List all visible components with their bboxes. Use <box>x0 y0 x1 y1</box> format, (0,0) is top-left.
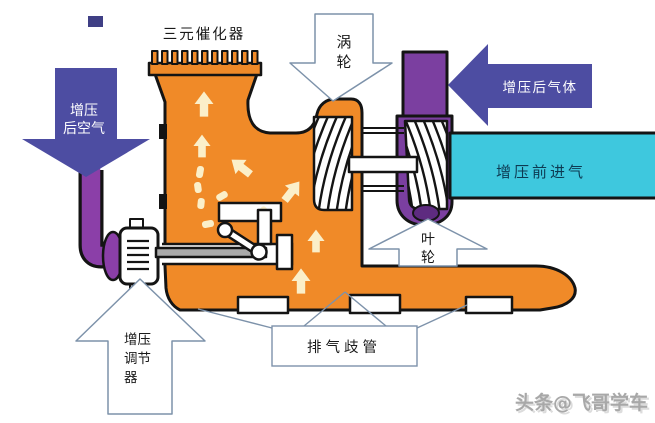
manifold-callout-line <box>416 304 468 329</box>
manifold-callout-line <box>344 291 387 327</box>
impeller-label-line1: 叶 <box>421 232 435 248</box>
link-pivot <box>216 221 234 239</box>
boosted-gas-arrow: 增压后气体 <box>448 44 592 126</box>
turbine-label-line1: 涡 <box>336 33 351 51</box>
boosted-air-label-line2: 后空气 <box>63 121 105 137</box>
manifold-port-notch <box>348 293 402 315</box>
intake-pipe <box>448 131 655 200</box>
manifold-callout-line <box>197 308 273 329</box>
turbine-pointer-arrow: 涡 轮 <box>289 13 393 102</box>
regulator-label-line3: 器 <box>124 370 138 386</box>
catalyst-label: 三元催化器 <box>163 26 246 43</box>
turbine-wheel <box>312 115 354 212</box>
boosted-gas-arrow-shape <box>448 44 592 126</box>
impeller-pointer-arrow: 叶 轮 <box>368 218 488 267</box>
boosted-air-arrow-shape <box>22 68 150 177</box>
catalyst-comb-tooth <box>161 50 169 65</box>
catalyst-comb-tooth <box>201 50 209 65</box>
catalyst-comb-tooth <box>221 50 229 65</box>
intake-pipe-label: 增压前进气 <box>496 163 586 181</box>
flow-dash <box>197 197 205 210</box>
catalyst-comb-teeth <box>151 50 259 65</box>
impeller-label-line2: 轮 <box>421 250 435 266</box>
manifold-callout-box <box>271 325 418 367</box>
catalyst-comb-tooth <box>231 50 239 65</box>
catalyst-comb-tooth <box>211 50 219 65</box>
turbine-wheel-hatching <box>314 117 352 210</box>
flow-dash <box>216 191 228 201</box>
exhaust-flow-arrows <box>193 91 325 294</box>
impeller-arrow-shape <box>368 218 488 267</box>
catalyst-comb-tooth <box>171 50 179 65</box>
catalyst-comb-tooth <box>241 50 249 65</box>
boosted-air-arrow: 增压 后空气 <box>22 16 150 177</box>
catalyst-comb-tooth <box>191 50 199 65</box>
wastegate-hanger <box>256 208 273 246</box>
catalyst-comb-tooth <box>181 50 189 65</box>
catalyst-comb-tooth <box>151 50 159 65</box>
flow-dash <box>201 219 215 229</box>
pipe-flange-tab <box>159 124 167 139</box>
wastegate-actuator-group <box>78 168 294 294</box>
turbine-arrow-shape <box>289 13 393 102</box>
boosted-gas-label: 增压后气体 <box>503 80 578 96</box>
compressor-outlet-pipe <box>401 50 449 120</box>
boosted-air-label-line1: 增压 <box>70 103 98 119</box>
flow-dash <box>194 181 202 194</box>
turbo-shaft <box>347 155 419 174</box>
compressor-nose-cap <box>412 204 440 222</box>
regulator-label-line2: 调节 <box>124 351 151 367</box>
manifold-label: 排气歧管 <box>307 339 381 356</box>
watermark: 头条@飞哥学车 <box>515 391 648 414</box>
wastegate-flap <box>275 233 294 271</box>
bearing-housing-lines <box>363 127 404 192</box>
watermark-shadow: 头条@飞哥学车 <box>517 393 650 416</box>
manifold-callout-line <box>303 291 346 327</box>
regulator-arrow-shape <box>75 278 206 415</box>
actuator-spring <box>127 239 149 271</box>
catalyst-comb-tooth <box>251 50 259 65</box>
link-pivot <box>250 243 268 261</box>
turbine-label-line2: 轮 <box>336 53 351 71</box>
manifold-callout: 排气歧管 <box>197 291 468 367</box>
pipe-flange-tab <box>159 194 167 209</box>
signal-pipe <box>81 168 113 266</box>
regulator-pointer-arrow: 增压 调节 器 <box>75 278 206 415</box>
manifold-port-notch <box>236 295 290 315</box>
flow-dash <box>195 165 205 179</box>
regulator-label-line1: 增压 <box>124 332 151 348</box>
image-edge-fragment <box>88 16 103 27</box>
manifold-port-notch <box>464 295 514 315</box>
